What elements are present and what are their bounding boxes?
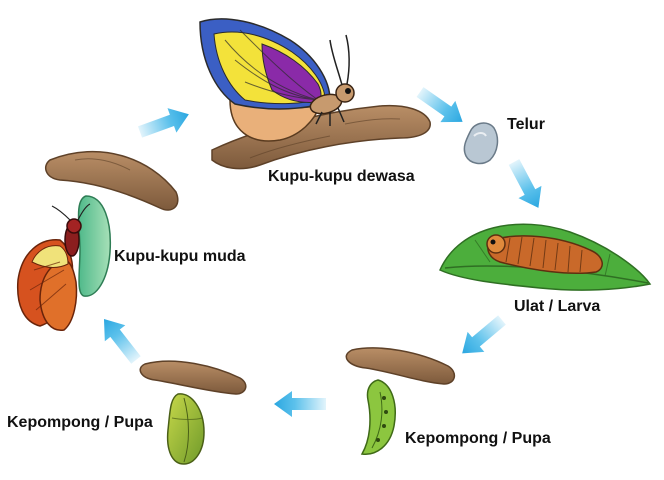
label-adult-butterfly: Kupu-kupu dewasa <box>268 168 415 185</box>
chrysalis-icon <box>360 379 396 455</box>
label-egg: Telur <box>507 116 545 133</box>
caterpillar-icon <box>486 234 603 275</box>
chrysalis-icon <box>166 393 205 465</box>
butterfly-icon <box>199 18 355 142</box>
label-pupa-left: Kepompong / Pupa <box>7 414 153 431</box>
label-larva: Ulat / Larva <box>514 298 601 315</box>
cycle-arrow-icon <box>103 319 141 364</box>
larva-stage <box>439 223 652 291</box>
young-stage <box>16 150 179 331</box>
pupa-left-stage <box>139 360 247 465</box>
pupa-right-stage <box>345 347 456 455</box>
pupa-left-branch <box>139 360 247 395</box>
egg-icon <box>463 122 499 165</box>
cycle-arrows <box>103 87 542 417</box>
cycle-arrow-icon <box>137 108 189 138</box>
cycle-arrow-icon <box>508 159 542 208</box>
emerging-butterfly-icon <box>16 203 91 331</box>
young-branch <box>44 150 179 211</box>
adult-stage <box>199 18 431 170</box>
egg-stage <box>463 122 499 165</box>
pupa-right-branch <box>345 347 456 385</box>
label-young-butterfly: Kupu-kupu muda <box>114 248 246 265</box>
adult-branch <box>211 104 431 170</box>
cycle-arrow-icon <box>416 87 463 123</box>
cycle-arrow-icon <box>462 315 506 354</box>
label-pupa-right: Kepompong / Pupa <box>405 430 551 447</box>
cycle-arrow-icon <box>274 391 326 417</box>
